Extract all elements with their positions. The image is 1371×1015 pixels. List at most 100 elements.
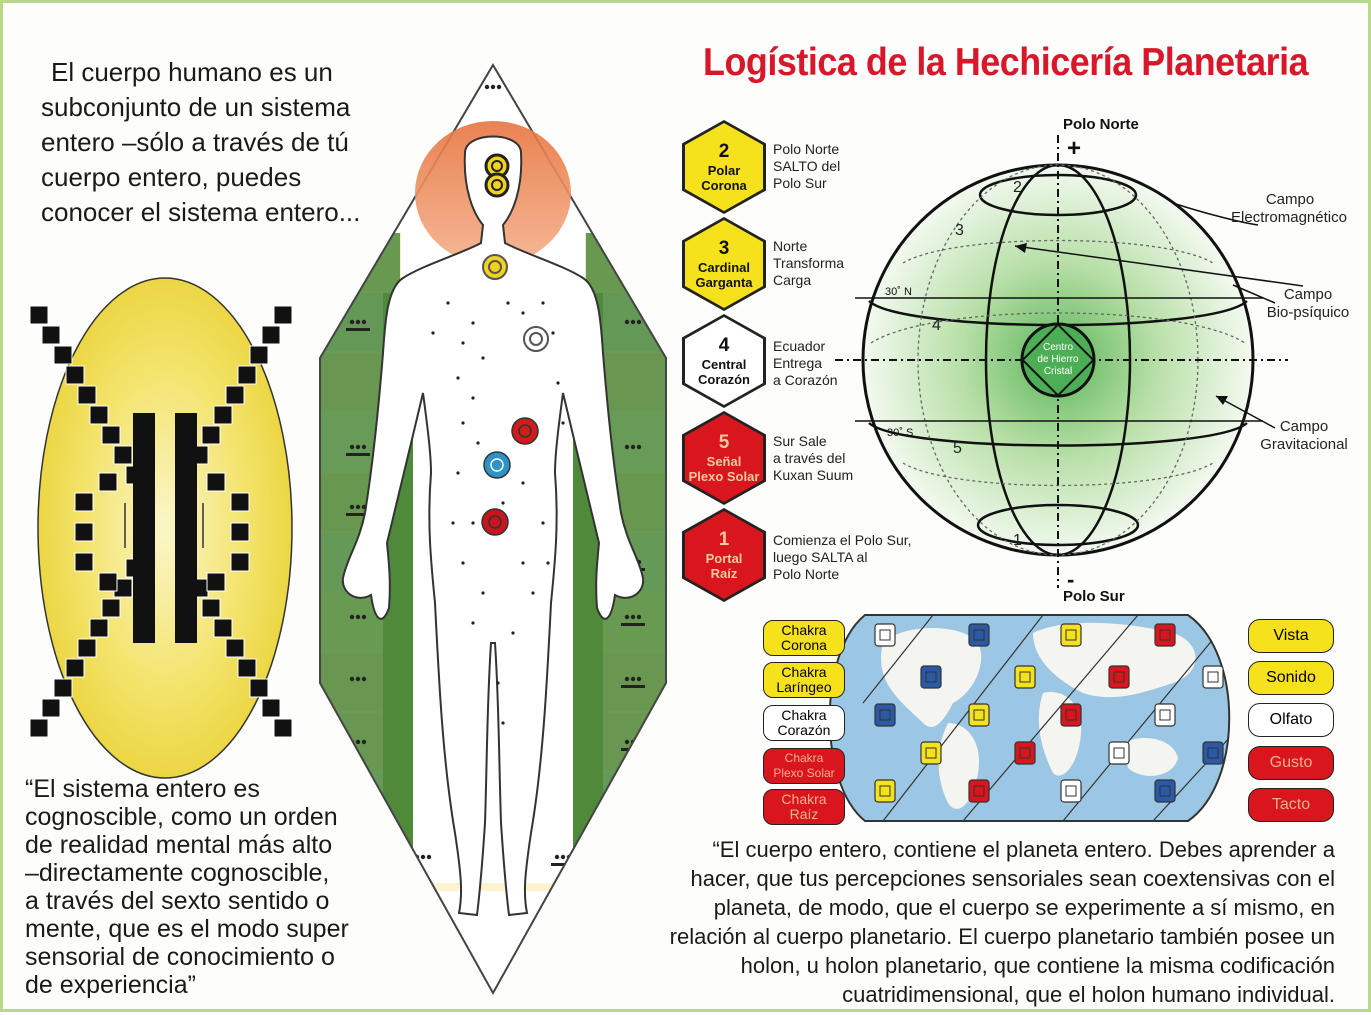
- sense-pill: Olfato: [1248, 703, 1334, 737]
- quote-bottom: “El cuerpo entero, contiene el planeta e…: [515, 835, 1335, 1009]
- hex-label: Cardinal: [697, 260, 750, 275]
- checker-square: [273, 305, 293, 325]
- globe-south-label: Polo Sur: [1063, 588, 1125, 605]
- zone-number: 4: [932, 317, 941, 334]
- globe-center-label: de Hierro: [1037, 354, 1079, 365]
- hex-number: 4: [718, 335, 730, 356]
- hex-number: 5: [718, 432, 730, 453]
- checker-square: [65, 365, 85, 385]
- checker-square: [249, 345, 269, 365]
- page-title: Logística de la Hechicería Planetaria: [703, 41, 1309, 84]
- intro-line: cuerpo entero, puedes: [41, 162, 302, 192]
- checker-square: [177, 558, 197, 578]
- field-label: Gravitacional: [1260, 436, 1348, 453]
- lat-30n-label: 30˚ N: [885, 286, 912, 298]
- sense-pill: Gusto: [1248, 746, 1334, 780]
- globe-center-label: Cristal: [1044, 366, 1072, 377]
- sense-pill: Sonido: [1248, 661, 1334, 695]
- quote-line: hacer, que tus percepciones sensoriales …: [690, 866, 1336, 891]
- intro-line: subconjunto de un sistema: [41, 92, 351, 122]
- checker-square: [249, 678, 269, 698]
- globe-center-label: Centro: [1043, 342, 1073, 353]
- quote-line: “El sistema entero es: [25, 775, 260, 803]
- sense-pill: Tacto: [1248, 788, 1334, 822]
- yellow-oval: [37, 277, 293, 779]
- checker-square: [125, 558, 145, 578]
- checker-square: [77, 638, 97, 658]
- checker-square: [77, 385, 97, 405]
- quote-line: “El cuerpo entero, contiene el planeta e…: [712, 837, 1335, 862]
- zone-number: 3: [955, 222, 964, 239]
- globe-minus-sign: -: [1067, 567, 1074, 592]
- hex-number: 3: [718, 238, 730, 259]
- checker-square: [189, 445, 209, 465]
- zone-number: 1: [1013, 532, 1022, 549]
- checker-square: [261, 698, 281, 718]
- hex-label: Central: [701, 357, 747, 372]
- checker-square: [201, 598, 221, 618]
- quote-line: planeta, de modo, que el cuerpo se exper…: [713, 895, 1335, 920]
- quote-line: mente, que es el modo super: [25, 915, 349, 943]
- hex-label: Raíz: [710, 566, 738, 581]
- quote-line: relación al cuerpo planetario. El cuerpo…: [669, 924, 1335, 949]
- quote-left: “El sistema entero es cognoscible, como …: [25, 775, 425, 999]
- map-glyphs: [874, 623, 1224, 803]
- head-halo: [415, 121, 571, 265]
- zone-number: 5: [953, 440, 962, 457]
- checker-square: [89, 405, 109, 425]
- field-label: Bio-psíquico: [1267, 304, 1350, 321]
- hex-label: Plexo Solar: [688, 469, 760, 484]
- sense-pill: Vista: [1248, 619, 1334, 653]
- checker-square: [213, 618, 233, 638]
- lat-30s-label: 30˚ S: [887, 427, 913, 439]
- checker-square: [125, 465, 145, 485]
- hex-number: 2: [718, 141, 730, 162]
- hex-label: Portal: [705, 551, 743, 566]
- field-label: Campo: [1280, 418, 1328, 435]
- checker-square: [261, 325, 281, 345]
- quote-line: de realidad mental más alto: [25, 831, 333, 859]
- hex-label: Garganta: [695, 275, 753, 290]
- body-dots: [431, 301, 565, 725]
- quote-line: cuatridimensional, que el holon humano i…: [842, 982, 1335, 1007]
- quote-line: a través del sexto sentido o: [25, 887, 330, 915]
- body-chakras: [481, 153, 549, 536]
- checker-square: [213, 405, 233, 425]
- checker-square: [41, 325, 61, 345]
- checker-square: [237, 658, 257, 678]
- checker-square: [237, 365, 257, 385]
- quote-line: sensorial de conocimiento o: [25, 943, 335, 971]
- intro-text: El cuerpo humano es un subconjunto de un…: [41, 55, 421, 230]
- checker-square: [29, 718, 49, 738]
- checker-square: [29, 305, 49, 325]
- globe-north-label: Polo Norte: [1063, 116, 1139, 133]
- intro-line: entero –sólo a través de tú: [41, 127, 349, 157]
- checker-pattern: [29, 305, 293, 738]
- quote-line: holon, u holon planetario, que contiene …: [740, 953, 1335, 978]
- checker-square: [53, 345, 73, 365]
- checker-square: [225, 638, 245, 658]
- checker-square: [101, 598, 121, 618]
- globe-plus-sign: +: [1067, 135, 1081, 162]
- field-label: Campo: [1284, 286, 1332, 303]
- quote-line: de experiencia”: [25, 971, 196, 999]
- checker-square: [113, 445, 133, 465]
- intro-line: El cuerpo humano es un: [51, 57, 333, 87]
- intro-line: conocer el sistema entero...: [41, 197, 361, 227]
- checker-square: [101, 425, 121, 445]
